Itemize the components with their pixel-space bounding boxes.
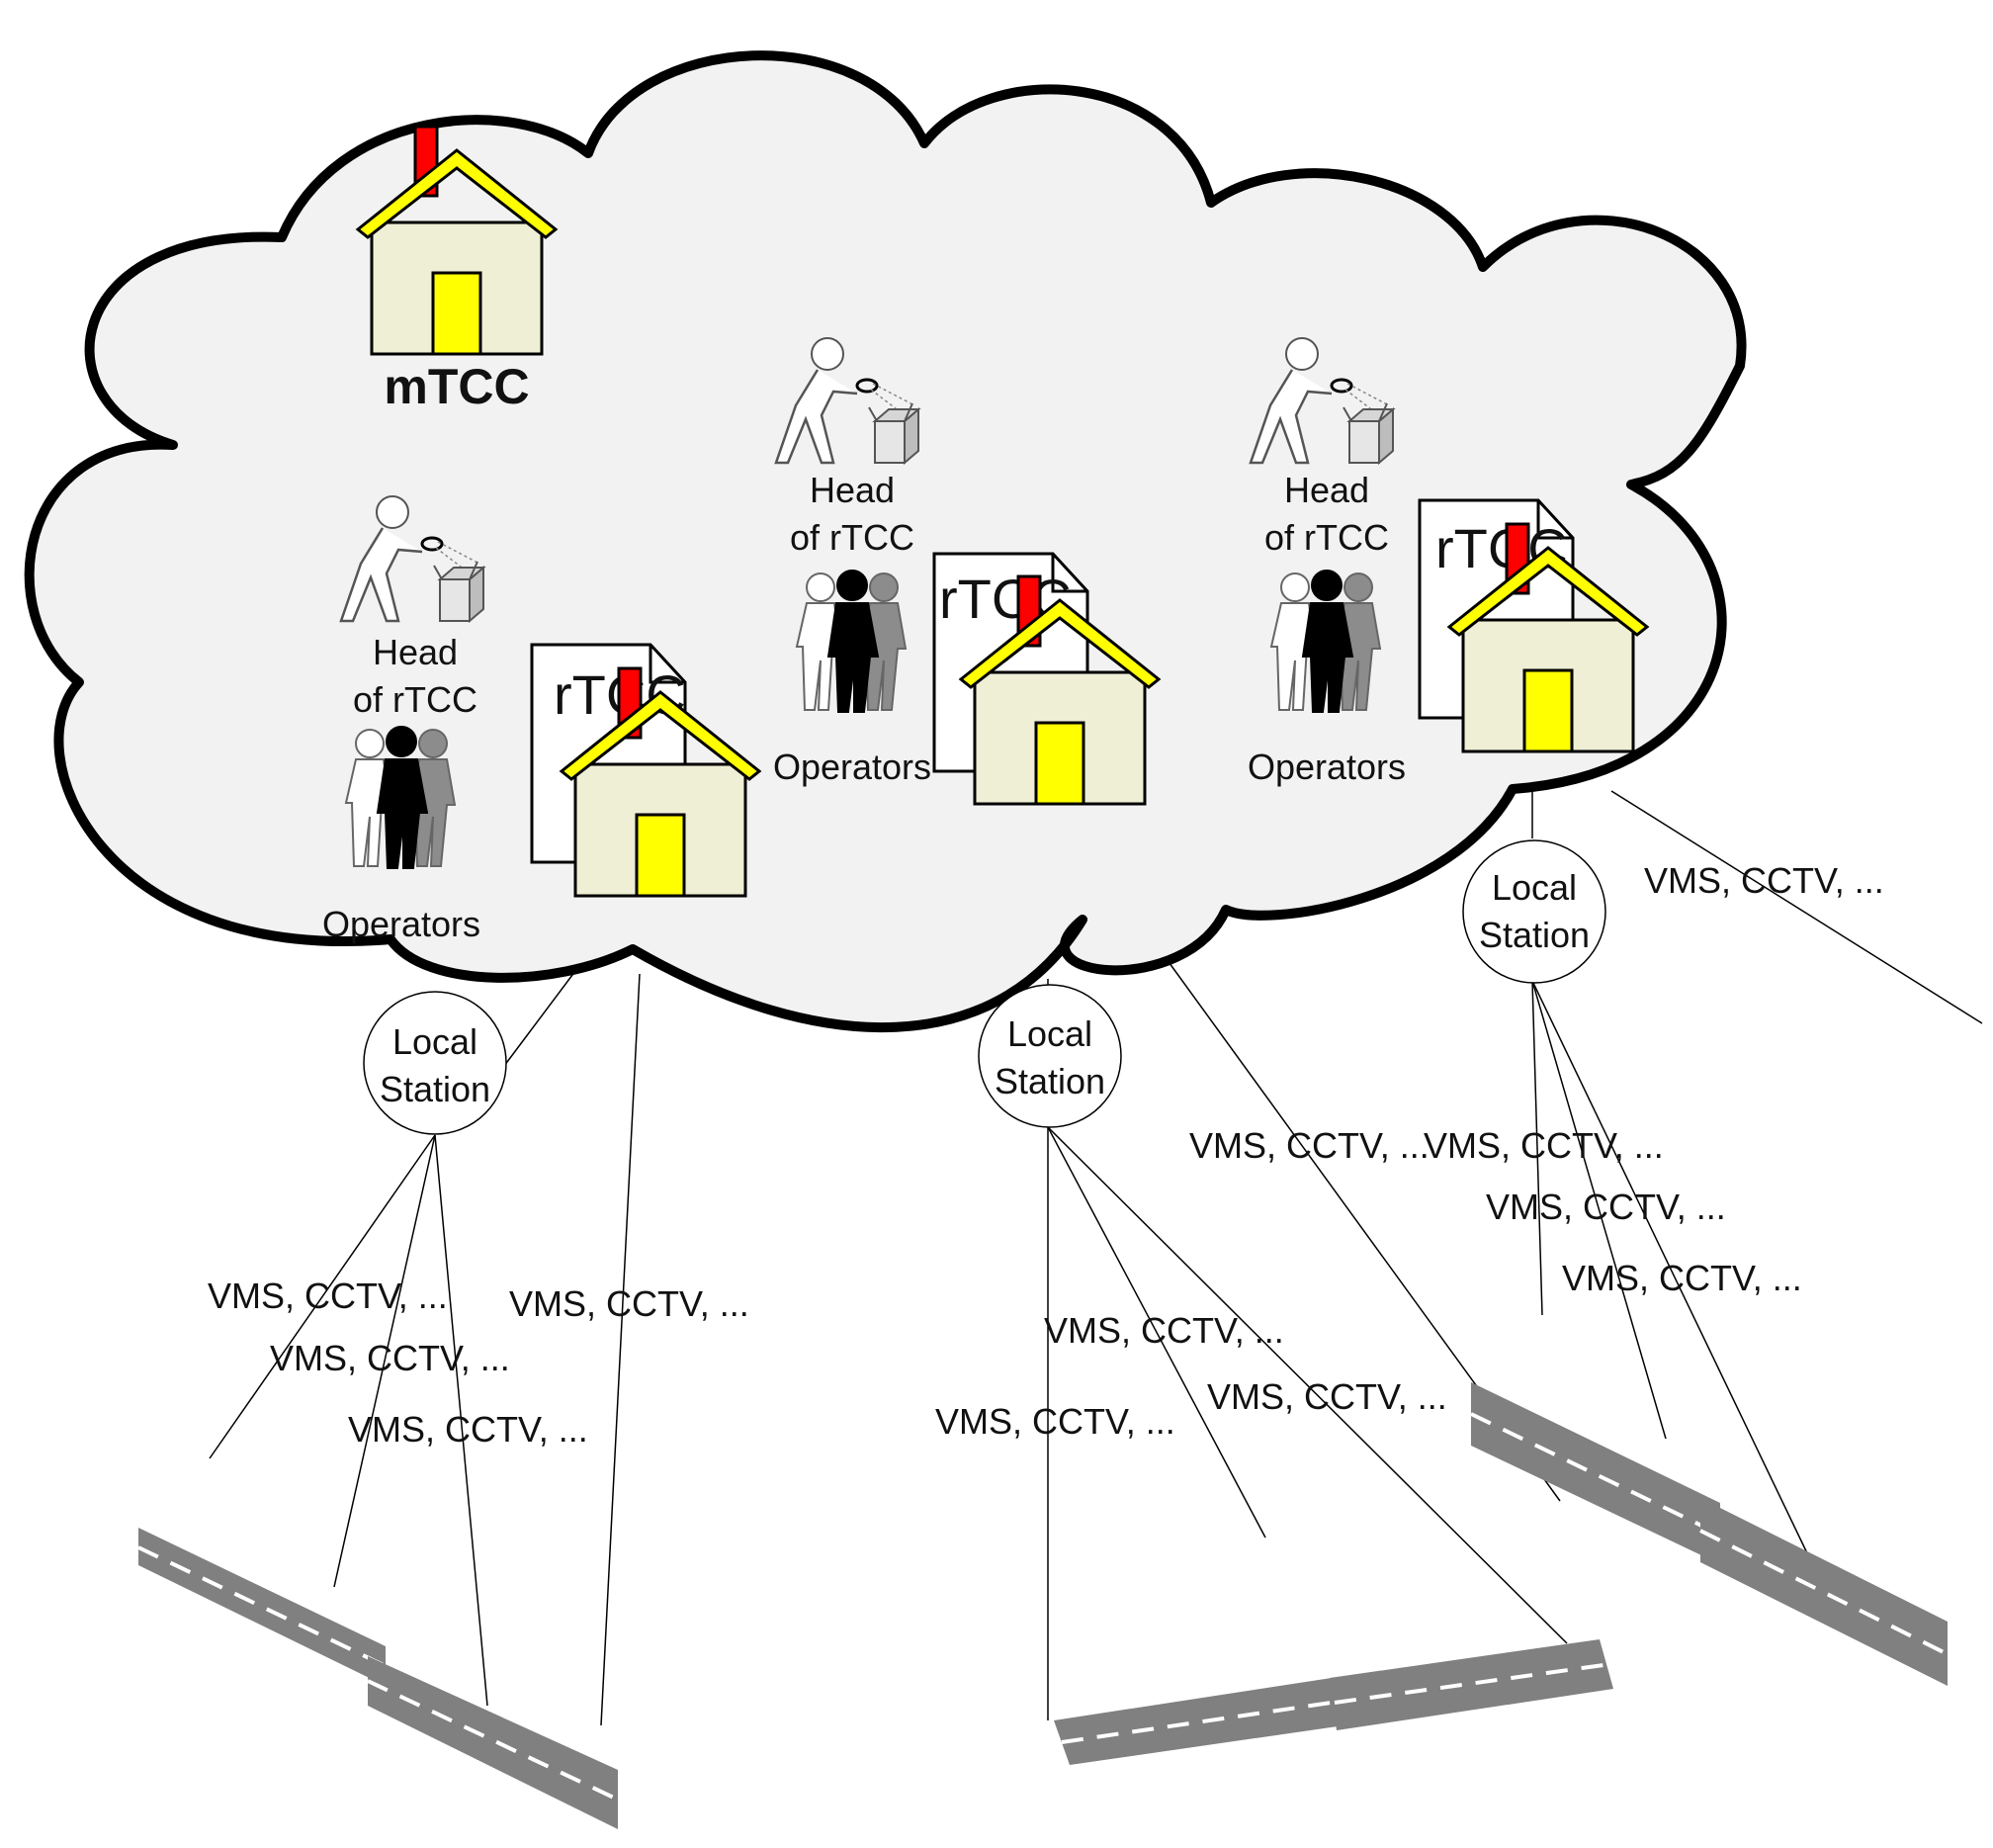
station-circle (1462, 839, 1606, 984)
devices-label: VMS, CCTV, ... (509, 1283, 749, 1324)
devices-label: VMS, CCTV, ... (1207, 1376, 1447, 1417)
operators-label: Operators (322, 904, 480, 944)
station-label-line1: Local (1007, 1013, 1092, 1054)
devices-label: VMS, CCTV, ... (208, 1276, 448, 1316)
station-label-line1: Local (392, 1021, 477, 1062)
devices-label: VMS, CCTV, ... (1486, 1187, 1726, 1227)
local-station-1: Local Station (363, 991, 507, 1135)
operators-group-icon (1270, 570, 1381, 713)
devices-label: VMS, CCTV, ... (1189, 1125, 1430, 1166)
road-icon (1054, 1676, 1344, 1765)
devices-label: VMS, CCTV, ... (270, 1338, 510, 1378)
regional-center-1: Head of rTCC Operators rTCC (322, 494, 761, 944)
head-label-line1: Head (1284, 470, 1369, 510)
station-label-line1: Local (1492, 867, 1577, 908)
devices-label: VMS, CCTV, ... (1044, 1310, 1284, 1351)
station-circle (978, 984, 1122, 1128)
road-2 (1054, 1639, 1613, 1765)
head-label-line2: of rTCC (790, 517, 914, 558)
head-label-line1: Head (373, 632, 458, 672)
station-label-line2: Station (1479, 915, 1590, 955)
head-label-line2: of rTCC (353, 679, 477, 720)
road-icon (1471, 1382, 1720, 1564)
head-label-line1: Head (810, 470, 895, 510)
head-label-line2: of rTCC (1264, 517, 1389, 558)
devices-label: VMS, CCTV, ... (1424, 1125, 1664, 1166)
operators-label: Operators (1248, 747, 1406, 787)
operators-group-icon (796, 570, 907, 713)
main-center-label: mTCC (384, 359, 529, 414)
station-label-line2: Station (380, 1069, 490, 1109)
operators-label: Operators (773, 747, 931, 787)
road-3 (1470, 1382, 1949, 1686)
main-center: mTCC (356, 125, 558, 414)
road-1 (137, 1528, 619, 1829)
local-station-2: Local Station (978, 984, 1122, 1128)
device-labels: VMS, CCTV, ... VMS, CCTV, ... VMS, CCTV,… (208, 860, 1884, 1450)
road-icon (138, 1528, 386, 1686)
station-circle (363, 991, 507, 1135)
devices-label: VMS, CCTV, ... (1644, 860, 1884, 901)
operators-group-icon (345, 726, 456, 869)
regional-center-3: Head of rTCC Operators rTCC (1248, 336, 1649, 787)
devices-label: VMS, CCTV, ... (935, 1401, 1175, 1442)
station-label-line2: Station (995, 1061, 1105, 1101)
devices-label: VMS, CCTV, ... (348, 1409, 588, 1450)
local-station-3: Local Station (1462, 839, 1606, 984)
regional-center-2: Head of rTCC Operators rTCC (773, 336, 1161, 806)
devices-label: VMS, CCTV, ... (1562, 1258, 1802, 1298)
